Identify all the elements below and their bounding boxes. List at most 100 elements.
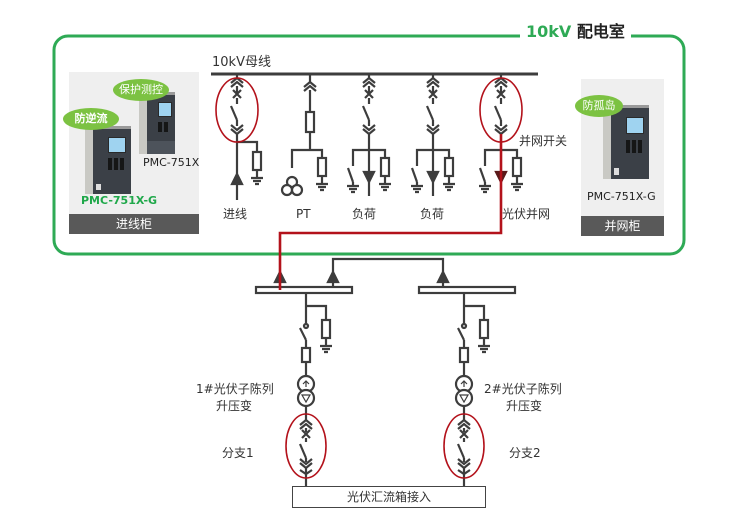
plug-contact-icon (303, 80, 317, 88)
ground-icon (379, 182, 391, 192)
device-image-pmc-751x-g-grid (603, 105, 649, 179)
earth-switch-blade-icon (478, 167, 487, 183)
conductor (415, 148, 451, 160)
delta-winding-icon (300, 394, 312, 404)
surge-arrester-icon (316, 156, 328, 178)
transformer-winding-icon (454, 388, 474, 408)
distribution-room-border (52, 34, 686, 256)
pt-winding-icon (280, 183, 294, 197)
room-voltage: 10kV (526, 22, 572, 41)
surge-arrester-icon (251, 150, 263, 172)
arrow-down-icon (362, 170, 376, 185)
transformer-2-label-line1: 2#光伏子陈列 (484, 382, 562, 396)
ground-icon (479, 184, 491, 194)
plug-contact-icon (299, 418, 313, 426)
transformer-2-label-line2: 升压变 (506, 399, 543, 413)
highlight-ellipse-branch-2 (443, 413, 485, 479)
incoming-cabinet-footer: 进线柜 (69, 214, 199, 234)
transformer-winding-icon (296, 388, 316, 408)
pt-winding-icon (290, 183, 304, 197)
plug-contact-icon (426, 124, 440, 132)
ground-icon (320, 344, 332, 354)
breaker-blade-icon (298, 443, 308, 459)
breaker-x-icon (364, 89, 374, 99)
feeder-label-load-2: 负荷 (420, 207, 445, 221)
plug-contact-icon (362, 124, 376, 132)
ground-icon (347, 184, 359, 194)
feeder-label-pt: PT (296, 207, 311, 221)
badge-anti-backflow: 防逆流 (63, 108, 119, 130)
transformer-1-label-line1: 1#光伏子陈列 (196, 382, 274, 396)
fuse-icon (458, 346, 470, 364)
plug-contact-icon (494, 124, 508, 132)
breaker-blade-icon (425, 105, 435, 121)
model-pmc-751x-g: PMC-751X-G (81, 194, 158, 207)
switch-hinge-icon (460, 322, 468, 330)
highlight-ellipse-grid-switch (479, 77, 523, 143)
ground-icon (316, 182, 328, 192)
arrow-up-icon (326, 269, 340, 284)
conductor (306, 304, 328, 320)
feeder-label-load-1: 负荷 (352, 207, 377, 221)
plug-contact-icon (457, 458, 471, 466)
badge-protection-control: 保护测控 (113, 79, 169, 101)
breaker-blade-icon (229, 105, 239, 121)
ground-icon (478, 344, 490, 354)
branch-1-label: 分支1 (222, 446, 254, 460)
load-switch-blade-icon (299, 327, 307, 341)
fuse-icon (300, 346, 312, 364)
surge-arrester-icon (320, 318, 332, 340)
plug-contact-icon (303, 84, 317, 92)
plug-contact-icon (426, 76, 440, 84)
plug-contact-icon (494, 80, 508, 88)
highlight-ellipse-incoming-breaker (215, 77, 259, 143)
breaker-x-icon (428, 89, 438, 99)
plug-contact-icon (230, 124, 244, 132)
feeder-label-incoming: 进线 (223, 207, 248, 221)
device-image-pmc-751x (139, 92, 175, 154)
breaker-x-icon (496, 89, 506, 99)
plug-contact-icon (230, 80, 244, 88)
grid-cabinet-card: 防孤岛 PMC-751X-G 并网柜 (575, 79, 664, 236)
busbar-label: 10kV母线 (212, 55, 271, 70)
grid-cabinet-footer: 并网柜 (581, 216, 664, 236)
ring-main-bus-1 (254, 285, 354, 295)
device-image-pmc-751x-g (85, 126, 131, 194)
pv-feed-line (278, 134, 503, 290)
ring-main-bus-2 (417, 285, 517, 295)
surge-arrester-icon (478, 318, 490, 340)
arrow-down-icon (426, 170, 440, 185)
arrow-up-icon (230, 171, 244, 186)
conductor (290, 148, 324, 168)
ground-icon (251, 176, 263, 186)
surge-arrester-icon (511, 156, 523, 178)
earth-switch-blade-icon (346, 167, 355, 183)
ground-icon (443, 182, 455, 192)
model-pmc-751x: PMC-751X (143, 156, 200, 169)
room-title: 10kV 配电室 (520, 22, 631, 42)
plug-contact-icon (362, 76, 376, 84)
model-pmc-751x-g-grid: PMC-751X-G (587, 190, 656, 203)
transformer-1-label-line2: 升压变 (216, 399, 253, 413)
conductor (351, 148, 387, 160)
load-switch-blade-icon (457, 327, 465, 341)
ring-link-line (331, 257, 445, 272)
incoming-cabinet-card: 保护测控 防逆流 PMC-751X PMC-751X-G 进线柜 (63, 72, 200, 234)
plug-contact-icon (426, 80, 440, 88)
plug-contact-icon (362, 80, 376, 88)
badge-anti-islanding: 防孤岛 (575, 95, 623, 117)
conductor (464, 304, 486, 320)
plug-contact-icon (457, 418, 471, 426)
breaker-blade-icon (361, 105, 371, 121)
arrow-up-icon (436, 269, 450, 284)
highlight-ellipse-branch-1 (285, 413, 327, 479)
wye-winding-icon (460, 380, 468, 387)
breaker-blade-icon (493, 105, 503, 121)
ground-icon (411, 184, 423, 194)
feeder-label-pv-grid: 光伏并网 (502, 207, 551, 221)
fuse-icon (304, 110, 316, 134)
plug-contact-icon (299, 422, 313, 430)
grid-switch-label: 并网开关 (519, 134, 568, 148)
delta-winding-icon (458, 394, 470, 404)
ground-icon (511, 182, 523, 192)
